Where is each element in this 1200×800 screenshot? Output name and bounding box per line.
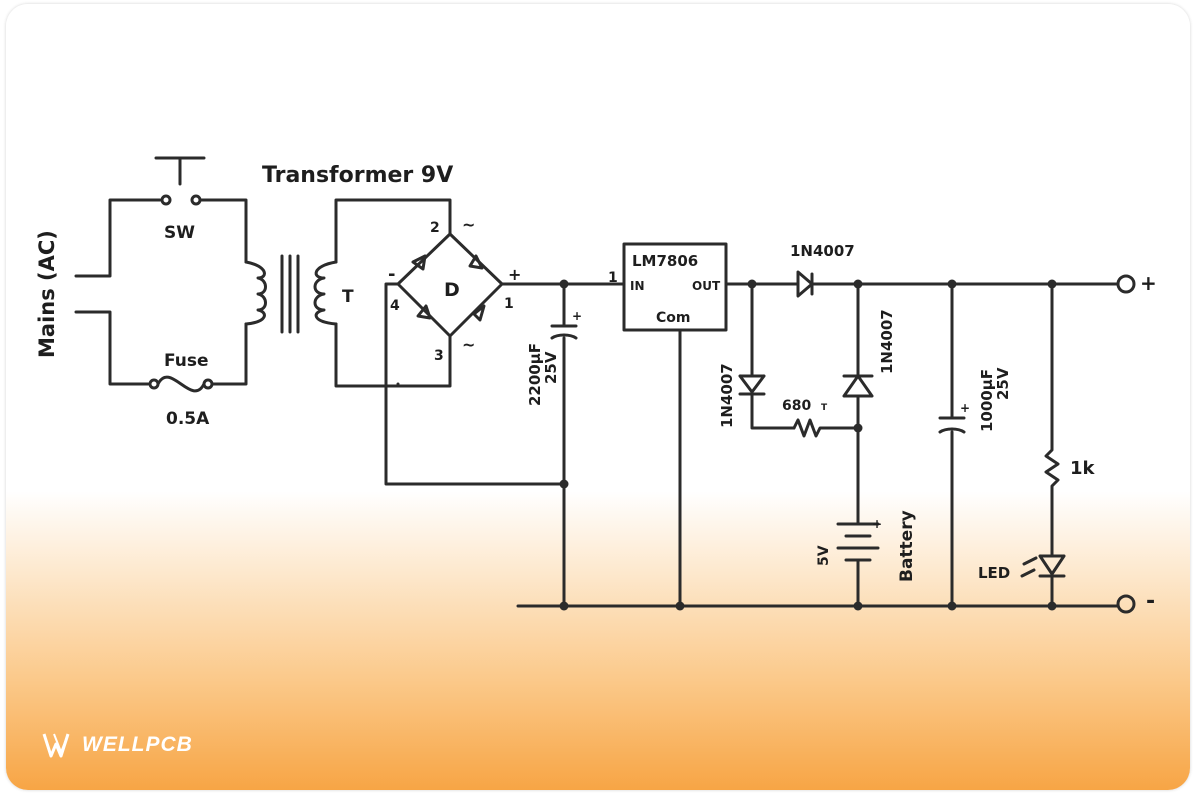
capacitor-2200uf — [550, 282, 578, 608]
mains-input — [74, 198, 162, 386]
reg-in-label: IN — [630, 279, 645, 293]
output-minus-label: - — [1146, 589, 1155, 614]
junction-dot — [947, 601, 957, 611]
battery-label: Battery — [897, 510, 917, 582]
junction-dot — [559, 279, 569, 289]
reg-pin1-label: 1 — [608, 270, 618, 286]
junction-dot — [675, 601, 685, 611]
res1k-label: 1k — [1070, 458, 1096, 479]
cap1-voltage-label: 25V — [542, 351, 560, 384]
reg-name-label: LM7806 — [632, 252, 698, 270]
bridge-minus-label: - — [388, 264, 395, 285]
mains-label: Mains (AC) — [35, 230, 59, 358]
fuse-label: Fuse — [164, 351, 209, 371]
fuse — [148, 322, 248, 393]
junction-dot — [559, 479, 569, 489]
battery-voltage-label: 5V — [816, 545, 832, 566]
bridge-tilde-bottom: ~ — [462, 335, 475, 354]
switch-label: SW — [164, 223, 195, 243]
junction-dot — [1047, 279, 1057, 289]
junction-dot — [853, 423, 863, 433]
diode-left-label: 1N4007 — [718, 363, 736, 428]
cap1-value-label: 2200µF — [526, 343, 544, 406]
cap1-plus-label: + — [572, 309, 582, 323]
bridge-pin4-label: 4 — [390, 298, 400, 314]
bridge-pin2-label: 2 — [430, 220, 440, 236]
bridge-d-label: D — [444, 279, 460, 301]
junction-dot — [1047, 601, 1057, 611]
res680-suffix-label: T — [821, 403, 828, 413]
switch — [154, 156, 248, 264]
cap2-voltage-label: 25V — [994, 367, 1012, 400]
diode-top-label: 1N4007 — [790, 242, 855, 260]
transformer-label: Transformer 9V — [262, 163, 453, 188]
brand-name: WELLPCB — [82, 733, 193, 756]
fuse-rating-label: 0.5A — [166, 409, 210, 429]
junction-dot — [559, 601, 569, 611]
cap2-plus-label: + — [960, 401, 970, 415]
led-label: LED — [978, 564, 1010, 582]
diode-right-label: 1N4007 — [878, 309, 896, 374]
output-terminals — [1116, 274, 1136, 614]
transformer-t-label: T — [342, 287, 354, 307]
wellpcb-logo-icon — [42, 733, 70, 758]
cap2-value-label: 1000µF — [978, 369, 996, 432]
junction-dot — [853, 279, 863, 289]
bridge-rectifier — [384, 232, 568, 486]
junction-dot — [747, 279, 757, 289]
junction-dot — [853, 601, 863, 611]
reg-out-label: OUT — [692, 279, 721, 293]
junction-dot — [947, 279, 957, 289]
reg-com-label: Com — [656, 310, 690, 326]
bridge-pin3-label: 3 — [434, 348, 444, 364]
bridge-tilde-top: ~ — [462, 215, 475, 234]
res680-label: 680 — [782, 398, 811, 414]
diagram-card: Mains (AC) SW Fuse 0.5A Transformer 9V T… — [6, 4, 1190, 790]
output-plus-label: + — [1140, 271, 1157, 295]
bridge-plus-label: + — [508, 265, 521, 284]
brand-logo: WELLPCB — [42, 732, 193, 758]
bridge-pin1-label: 1 — [504, 296, 514, 312]
battery-plus-label: + — [872, 517, 882, 531]
output-rail — [738, 270, 1120, 608]
circuit-schematic: Mains (AC) SW Fuse 0.5A Transformer 9V T… — [35, 156, 1157, 614]
